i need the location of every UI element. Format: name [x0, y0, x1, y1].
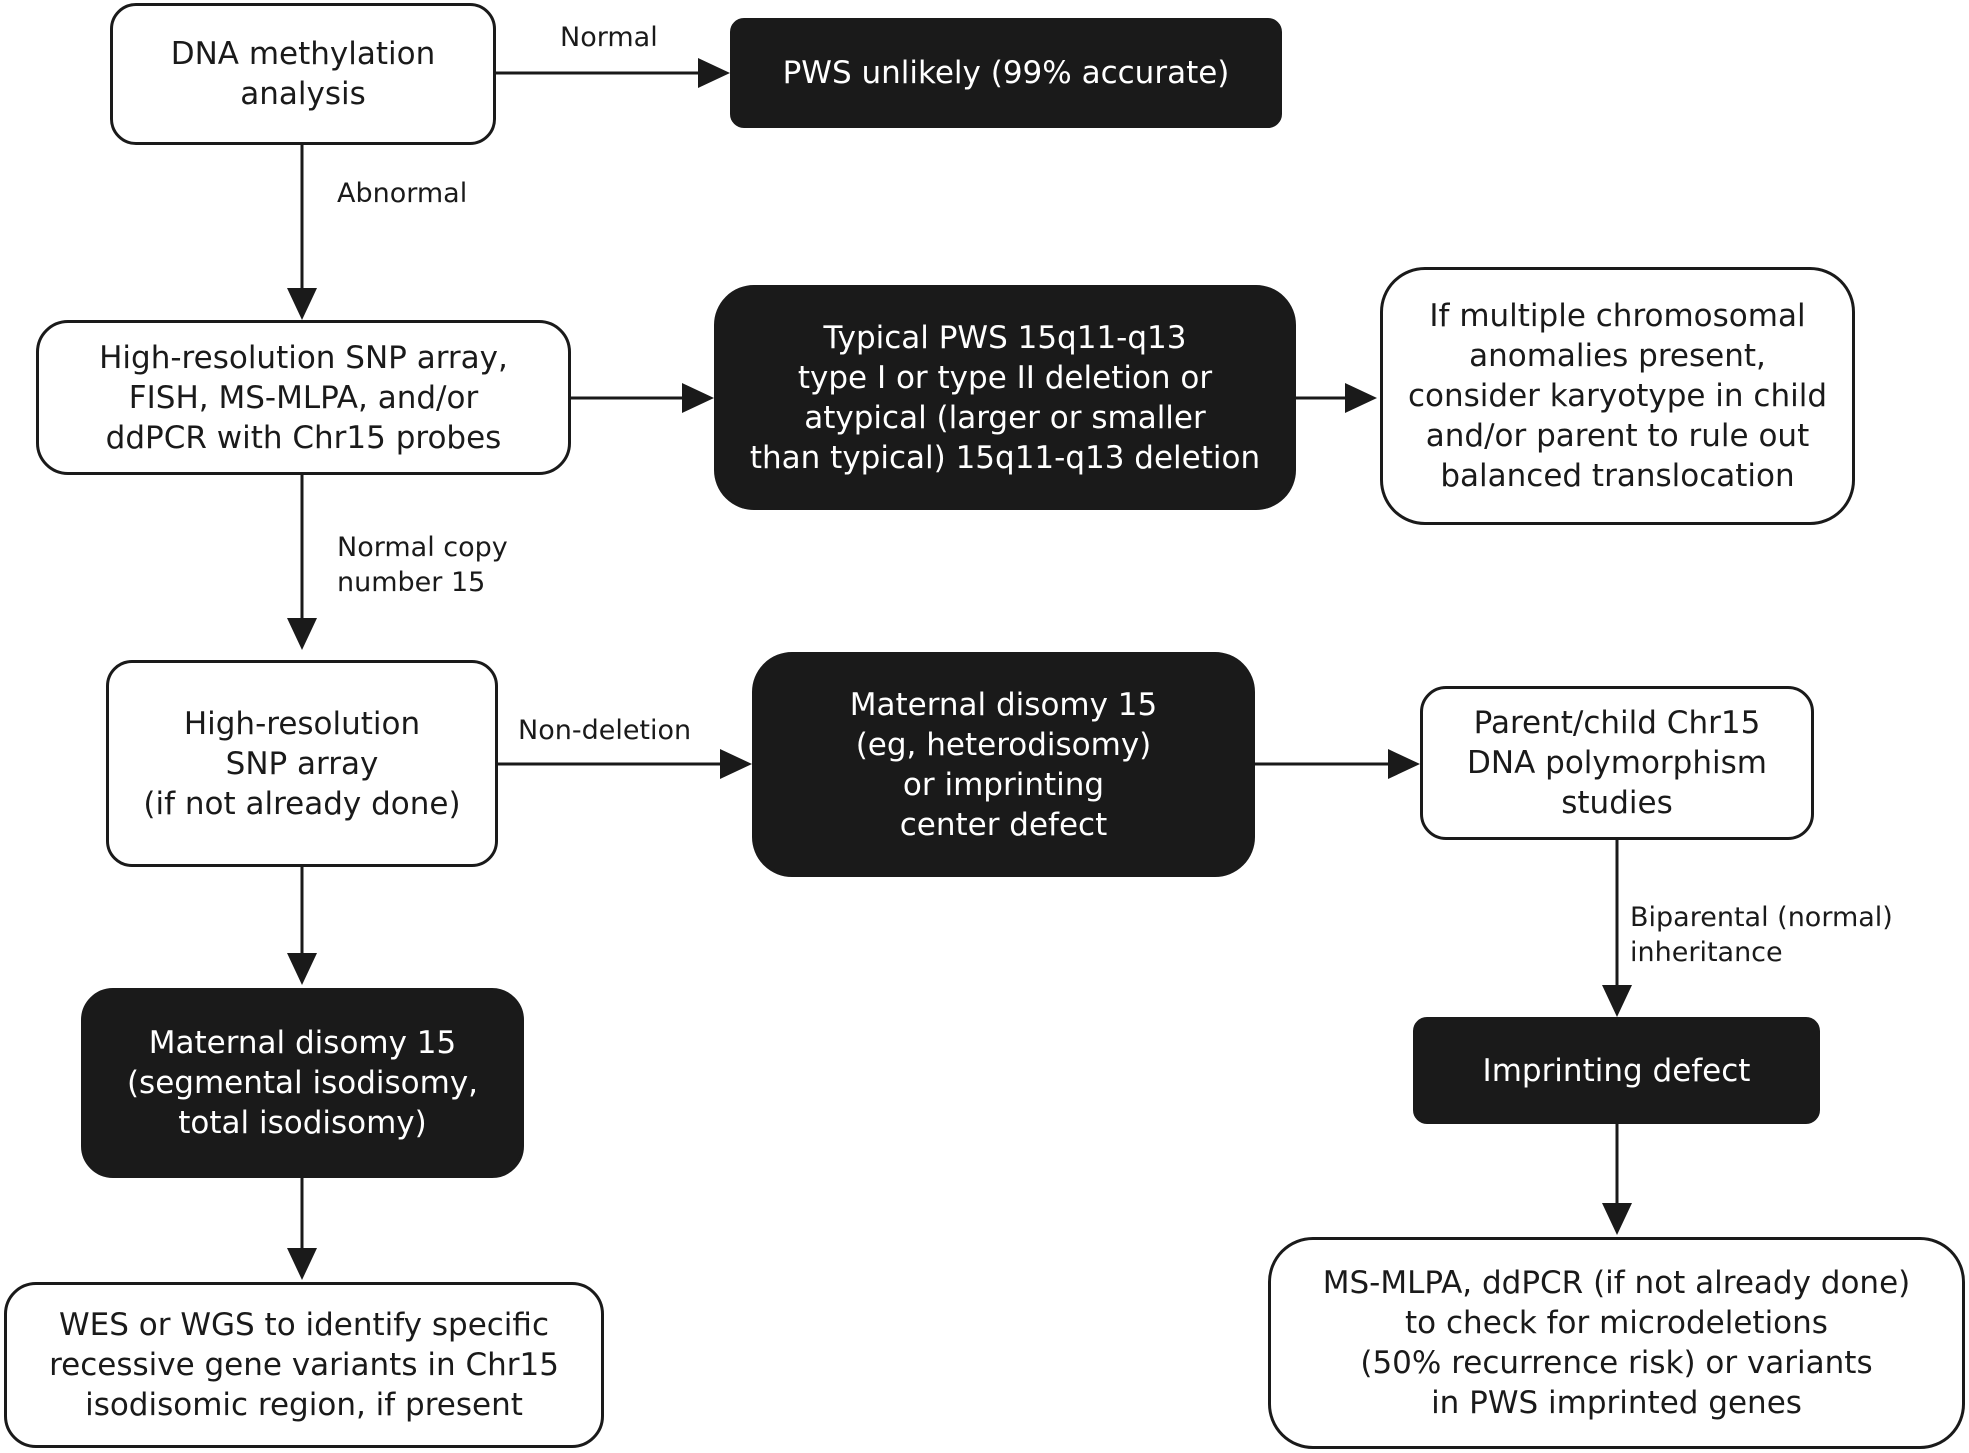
- edge-snp-fish-to-snp-array: [287, 475, 317, 650]
- node-dna-methylation: DNA methylation analysis: [110, 3, 496, 145]
- edge-label-normal: Normal: [560, 22, 658, 53]
- node-maternal-heterodisomy-text: Maternal disomy 15 (eg, heterodisomy) or…: [849, 686, 1158, 843]
- node-maternal-isodisomy-text: Maternal disomy 15 (segmental isodisomy,…: [126, 1025, 479, 1141]
- edge-label-biparental: Biparental (normal) inheritance: [1630, 902, 1893, 968]
- edge-typical-deletion-to-karyotype: [1296, 383, 1377, 413]
- node-wes-wgs: WES or WGS to identify specific recessiv…: [4, 1282, 604, 1448]
- node-polymorphism-studies: Parent/child Chr15 DNA polymorphism stud…: [1420, 686, 1814, 840]
- edge-polymorphism-to-imprinting-defect: [1602, 840, 1632, 1017]
- node-imprinting-defect: Imprinting defect: [1413, 1017, 1820, 1124]
- node-typical-deletion-text: Typical PWS 15q11-q13 type I or type II …: [749, 319, 1261, 476]
- node-wes-wgs-text: WES or WGS to identify specific recessiv…: [49, 1307, 559, 1423]
- node-ms-mlpa-ddpcr-text: MS-MLPA, ddPCR (if not already done) to …: [1322, 1265, 1911, 1421]
- node-karyotype-text: If multiple chromosomal anomalies presen…: [1407, 298, 1828, 494]
- edge-methylation-to-pws-unlikely: [496, 58, 730, 88]
- edge-label-normal-copy-number: Normal copy number 15: [337, 532, 508, 598]
- node-typical-deletion: Typical PWS 15q11-q13 type I or type II …: [714, 285, 1296, 510]
- node-snp-array: High-resolution SNP array (if not alread…: [106, 660, 498, 867]
- node-maternal-heterodisomy: Maternal disomy 15 (eg, heterodisomy) or…: [752, 652, 1255, 877]
- edge-snp-fish-to-typical-deletion: [571, 383, 714, 413]
- node-pws-unlikely: PWS unlikely (99% accurate): [730, 18, 1282, 128]
- node-pws-unlikely-text: PWS unlikely (99% accurate): [782, 55, 1230, 91]
- edge-imprinting-defect-to-ms-mlpa: [1602, 1124, 1632, 1235]
- edge-snp-array-to-maternal-hetero: [498, 749, 752, 779]
- node-karyotype: If multiple chromosomal anomalies presen…: [1380, 267, 1855, 525]
- node-polymorphism-studies-text: Parent/child Chr15 DNA polymorphism stud…: [1467, 705, 1767, 821]
- edge-maternal-iso-to-wes-wgs: [287, 1178, 317, 1280]
- node-imprinting-defect-text: Imprinting defect: [1482, 1052, 1751, 1089]
- edge-label-abnormal: Abnormal: [337, 178, 468, 209]
- edge-methylation-to-snp-fish: [287, 145, 317, 320]
- node-dna-methylation-text: DNA methylation analysis: [170, 36, 436, 112]
- node-snp-array-text: High-resolution SNP array (if not alread…: [143, 705, 461, 822]
- node-maternal-isodisomy: Maternal disomy 15 (segmental isodisomy,…: [81, 988, 524, 1178]
- node-snp-fish-mlpa: High-resolution SNP array, FISH, MS-MLPA…: [36, 320, 571, 475]
- edge-snp-array-to-maternal-iso: [287, 867, 317, 985]
- edge-maternal-hetero-to-polymorphism: [1255, 749, 1420, 779]
- edge-label-non-deletion: Non-deletion: [518, 715, 692, 746]
- node-ms-mlpa-ddpcr: MS-MLPA, ddPCR (if not already done) to …: [1268, 1237, 1965, 1449]
- node-snp-fish-mlpa-text: High-resolution SNP array, FISH, MS-MLPA…: [99, 339, 508, 456]
